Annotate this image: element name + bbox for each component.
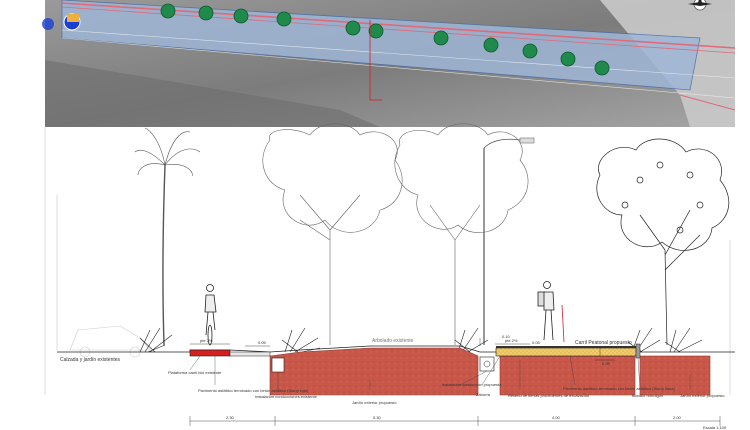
- dim-0-10: 0.10: [502, 334, 511, 339]
- palm-tree: [134, 127, 201, 346]
- concrete-curb: [635, 343, 641, 359]
- label-instalacion-existente: Instalación conducciones existente: [255, 394, 318, 399]
- shrubs: [139, 327, 703, 353]
- label-jardin-exterior: Jardín exterior propuesto: [680, 393, 725, 398]
- label-jardin-propuesto: Jardín exterior propuesto: [352, 400, 397, 405]
- tree-plan-icon: [594, 60, 610, 76]
- tree-outline-2: [394, 123, 529, 345]
- conduit-pipe-icon: [483, 360, 491, 368]
- leader-lines: [189, 355, 691, 391]
- label-pavimento-peatonal: Pavimento asfáltico terminado con betún …: [563, 386, 676, 391]
- dim-0-05-right: 0.05: [532, 340, 541, 345]
- dim-2-30: 2.30: [226, 415, 235, 420]
- label-zahorra: Zahorra: [476, 392, 491, 397]
- label-pavimento-bici: Pavimento asfáltico terminado con betún …: [198, 388, 309, 393]
- path-edge-line-2: [61, 37, 736, 99]
- road-red-line: [679, 94, 736, 111]
- location-marker-icon: [42, 18, 54, 30]
- label-plataforma-bici: Plataforma carril bici existente: [168, 370, 222, 375]
- path-edge-line: [61, 29, 736, 79]
- pedestrian-path-surface: [496, 346, 636, 348]
- north-arrow-icon: [688, 0, 712, 11]
- pedestrian-path-gravel: [495, 347, 637, 357]
- existing-conduit: [271, 357, 285, 373]
- label-bordillo: Bordillo hormigón: [632, 393, 663, 398]
- label-relleno: Relleno de tierras procedentes de excava…: [508, 393, 589, 398]
- proposed-path-band: [61, 0, 701, 91]
- dim-0-09: 0.09: [602, 361, 611, 366]
- bike-lane-red: [189, 349, 231, 357]
- tree-right: [596, 138, 730, 346]
- tree-plan-icon: [345, 20, 361, 36]
- plan-view: [42, 0, 736, 127]
- label-calzada: Calzada y jardín existentes: [60, 357, 121, 363]
- tree-plan-icon: [160, 3, 176, 19]
- dim-2-00: 2.00: [673, 415, 682, 420]
- slope-bike: pte 2%: [200, 338, 213, 343]
- cyclist-figure: [204, 284, 217, 346]
- dim-5-30: 5.30: [373, 415, 382, 420]
- slope-path: pte 2%: [505, 338, 518, 343]
- tree-plan-icon: [560, 51, 576, 67]
- tree-outline-1: [262, 123, 403, 345]
- tree-plan-icon: [276, 11, 292, 27]
- section-view: Calzada y jardín existentes Arbolado exi…: [44, 123, 735, 430]
- exterior-garden-soil: [639, 355, 711, 396]
- garden-soil-fill: [269, 347, 479, 396]
- bike-lane-base: [229, 351, 271, 357]
- dim-0-05-left: 0.05: [258, 340, 267, 345]
- dim-4-00: 4.00: [552, 415, 561, 420]
- marker-label-icon: [67, 14, 79, 22]
- tree-plan-icon: [368, 23, 384, 39]
- scale-label: Escala 1:100: [703, 425, 727, 430]
- street-lamp: [483, 137, 535, 345]
- tree-plan-icon: [483, 37, 499, 53]
- plan-trees: [160, 3, 610, 76]
- tree-plan-icon: [433, 30, 449, 46]
- label-carril-peatonal: Carril Peatonal propuesto: [575, 340, 632, 346]
- label-instalacion-propuesta: Instalación conducción propuesta: [442, 382, 502, 387]
- tree-plan-icon: [522, 43, 538, 59]
- dimension-lines: [189, 338, 721, 426]
- tree-plan-icon: [198, 5, 214, 21]
- label-arbolado: Arbolado existente: [372, 338, 414, 344]
- section-cut-marker: [369, 20, 382, 101]
- tree-plan-icon: [233, 8, 249, 24]
- hiker-figure: [537, 281, 565, 343]
- ground-shade: [45, 60, 380, 127]
